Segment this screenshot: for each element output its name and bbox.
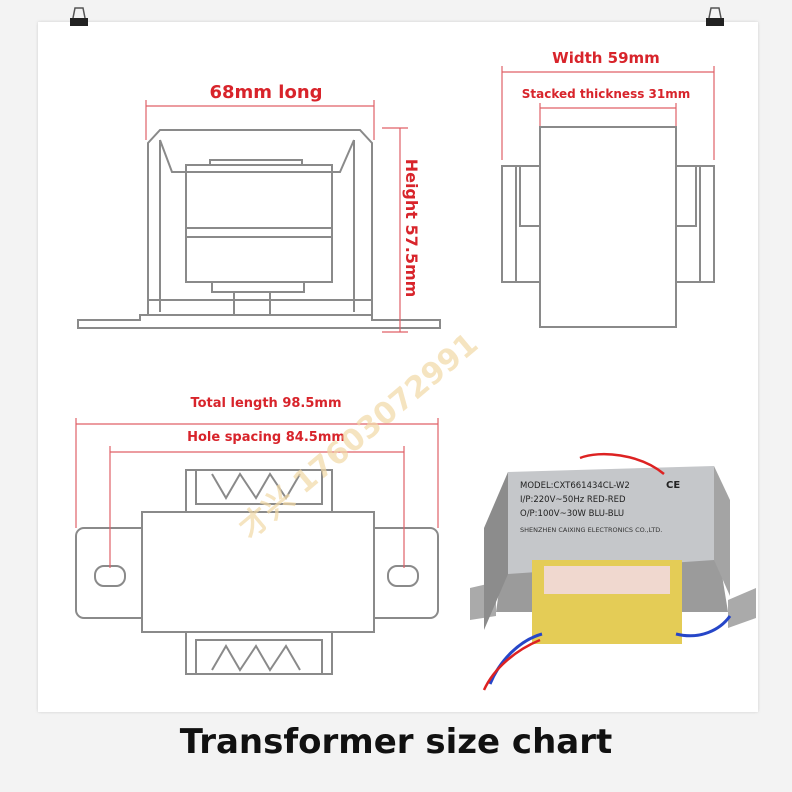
plate-input: I/P:220V~50Hz RED-RED (520, 495, 626, 505)
binder-clip-right (706, 7, 724, 26)
plate-maker: SHENZHEN CAIXING ELECTRONICS CO.,LTD. (520, 526, 662, 534)
ce-mark: CE (666, 480, 680, 491)
stack-thickness-label: Stacked thickness 31mm (522, 87, 691, 101)
binder-clip-left (70, 7, 88, 26)
length-label: 68mm long (209, 82, 322, 103)
total-length-label: Total length 98.5mm (190, 396, 341, 411)
front-view-drawing (77, 129, 441, 329)
height-label: Height 57.5mm (402, 159, 421, 298)
hole-spacing-label: Hole spacing 84.5mm (187, 430, 345, 445)
side-view-drawing (501, 126, 715, 328)
transformer-photo (470, 452, 756, 691)
caption-title: Transformer size chart (179, 722, 613, 762)
top-view-drawing (75, 469, 439, 675)
plate-output: O/P:100V~30W BLU-BLU (520, 509, 624, 519)
plate-model: MODEL:CXT661434CL-W2 (520, 481, 630, 491)
dimension-lines (75, 66, 715, 568)
width-label: Width 59mm (552, 49, 660, 67)
